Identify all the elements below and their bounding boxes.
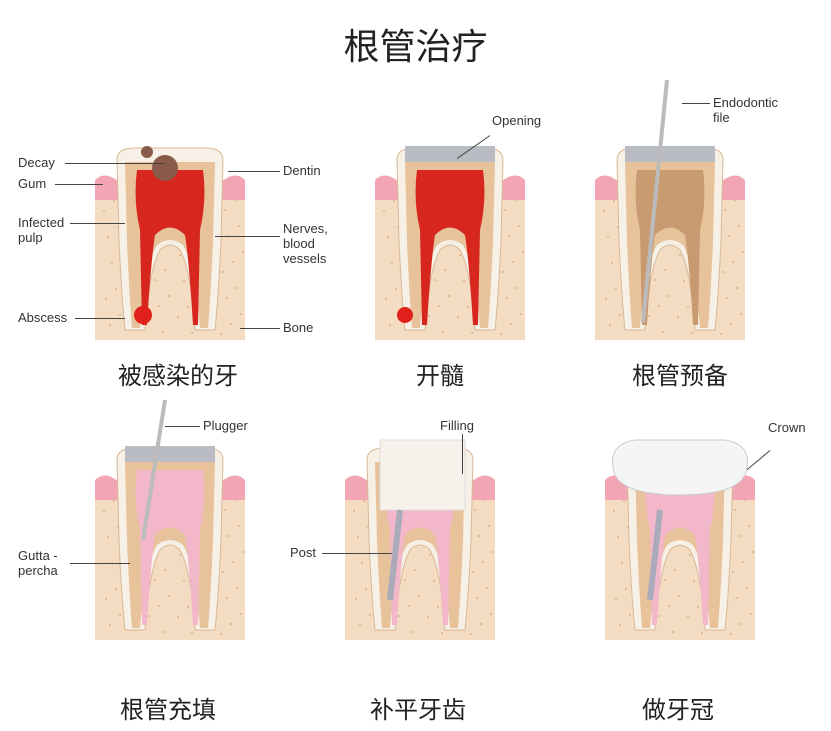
gum	[345, 475, 369, 500]
crown	[612, 439, 748, 496]
abscess	[134, 306, 152, 324]
endodontic-file	[641, 80, 669, 323]
pulp	[135, 470, 205, 625]
label-gutta-percha: Gutta - percha	[18, 548, 58, 578]
caption-filling: 补平牙齿	[370, 696, 466, 724]
caption-opening: 开髓	[416, 362, 464, 390]
label-gum: Gum	[18, 176, 47, 191]
opening	[405, 146, 495, 162]
label-abscess: Abscess	[18, 310, 68, 325]
label-post: Post	[290, 545, 317, 560]
label-opening: Opening	[492, 113, 542, 128]
label-plugger: Plugger	[203, 418, 248, 433]
label-nerves: Nerves, blood vessels	[283, 221, 328, 266]
gum	[95, 175, 119, 200]
pulp	[415, 170, 485, 325]
diagram-title: 根管治疗	[343, 27, 488, 68]
tooth-infected	[95, 146, 245, 340]
gum	[375, 175, 399, 200]
label-decay: Decay	[18, 155, 55, 170]
caption-file: 根管预备	[632, 362, 728, 390]
gum	[595, 175, 619, 200]
caption-plugger: 根管充填	[120, 696, 216, 724]
gum	[721, 175, 745, 200]
decay	[152, 155, 178, 181]
pulp	[135, 170, 205, 325]
label-dentin: Dentin	[283, 163, 321, 178]
gum	[95, 475, 119, 500]
gum	[221, 175, 245, 200]
tooth-filling	[345, 439, 495, 640]
label-filling: Filling	[440, 418, 474, 433]
plugger	[141, 399, 167, 541]
tooth-file	[595, 80, 745, 340]
tooth-opening	[375, 146, 525, 340]
tooth-crown	[605, 439, 755, 640]
gum	[221, 475, 245, 500]
tooth-plugger	[95, 399, 245, 640]
label-crown: Crown	[768, 420, 806, 435]
caption-infected: 被感染的牙	[118, 362, 238, 390]
label-bone: Bone	[283, 320, 314, 335]
gum	[471, 475, 495, 500]
label-infected-pulp: Infected pulp	[18, 215, 65, 245]
pulp	[645, 470, 715, 625]
post	[387, 509, 403, 601]
gum	[501, 175, 525, 200]
filling	[379, 439, 466, 511]
label-endodontic-file: Endodontic file	[713, 95, 779, 125]
caption-crown: 做牙冠	[642, 696, 714, 724]
